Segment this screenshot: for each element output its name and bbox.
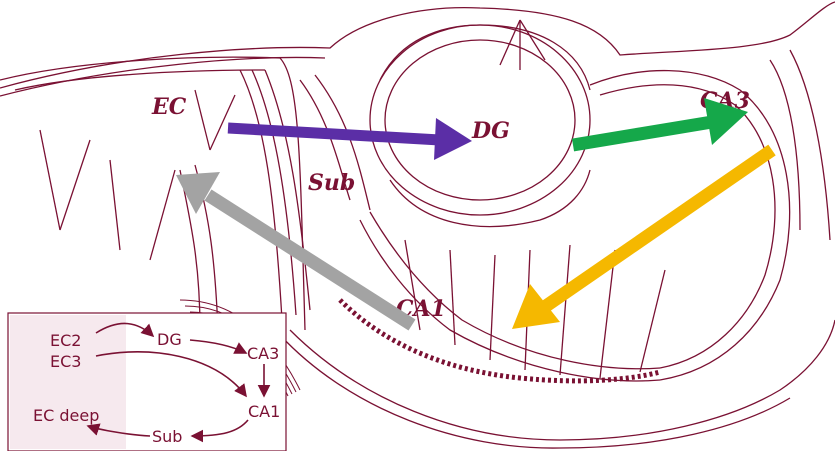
inset-ec2: EC2 bbox=[50, 331, 81, 350]
label-sub: Sub bbox=[308, 170, 355, 196]
inset-ec3: EC3 bbox=[50, 352, 81, 371]
inset-dg: DG bbox=[157, 330, 182, 349]
inset-ca1: CA1 bbox=[248, 402, 280, 421]
label-dg: DG bbox=[471, 118, 510, 144]
inset-sub: Sub bbox=[152, 427, 182, 446]
label-ec: EC bbox=[151, 94, 187, 120]
inset-ca3: CA3 bbox=[247, 344, 279, 363]
inset-circuit: EC2 EC3 DG CA3 CA1 Sub EC deep bbox=[8, 313, 286, 451]
arrow-ca3-to-ca1 bbox=[512, 150, 772, 329]
inset-ec-deep: EC deep bbox=[33, 406, 99, 425]
arrow-dg-to-ca3 bbox=[573, 98, 748, 145]
